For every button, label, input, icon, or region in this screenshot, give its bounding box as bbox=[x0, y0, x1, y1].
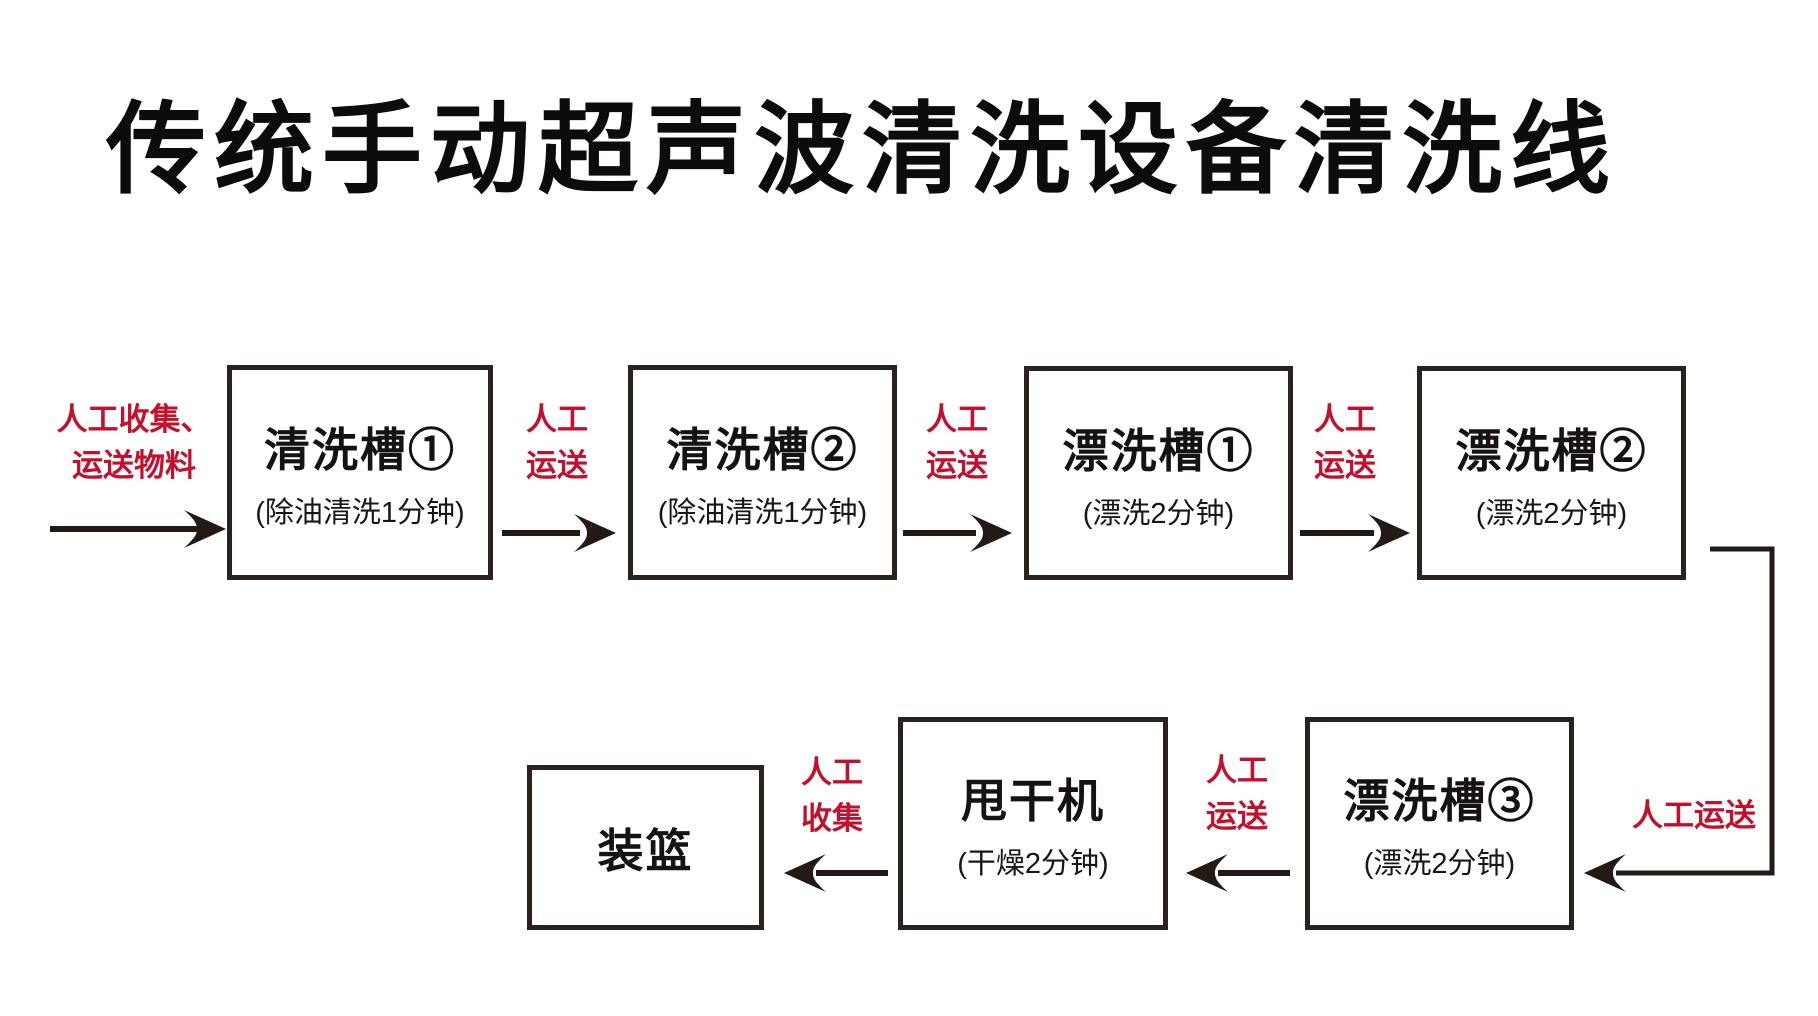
box-label: 清洗槽② bbox=[666, 424, 859, 476]
box-label: 清洗槽① bbox=[264, 424, 456, 476]
flow-box-rinse-tank-2: 漂洗槽② (漂洗2分钟) bbox=[1417, 366, 1686, 580]
flow-box-spin-dryer: 甩干机 (干燥2分钟) bbox=[898, 717, 1168, 930]
flow-box-basket-loading: 装篮 bbox=[527, 765, 764, 930]
box-sublabel: (干燥2分钟) bbox=[957, 848, 1109, 880]
arrow-wash2-to-rinse1 bbox=[903, 514, 1012, 552]
edge-label-collect-transport-material: 人工收集、 运送物料 bbox=[56, 402, 212, 483]
arrow-dryer-to-basket bbox=[784, 854, 888, 892]
page-title: 传统手动超声波清洗设备清洗线 bbox=[106, 94, 1618, 206]
flow-box-wash-tank-1: 清洗槽① (除油清洗1分钟) bbox=[227, 365, 493, 580]
arrow-rinse3-to-dryer bbox=[1186, 854, 1290, 892]
arrow-rinse1-to-rinse2 bbox=[1300, 514, 1410, 552]
flow-box-rinse-tank-1: 漂洗槽① (漂洗2分钟) bbox=[1024, 366, 1293, 580]
box-label: 漂洗槽③ bbox=[1343, 775, 1536, 827]
box-sublabel: (漂洗2分钟) bbox=[1363, 848, 1516, 880]
edge-label-manual-transport-3: 人工 运送 bbox=[1314, 402, 1376, 483]
box-sublabel: (漂洗2分钟) bbox=[1082, 497, 1235, 530]
elbow-connector-rinse2-to-rinse3 bbox=[1584, 546, 1775, 892]
flow-box-rinse-tank-3: 漂洗槽③ (漂洗2分钟) bbox=[1305, 717, 1574, 930]
edge-label-manual-transport-2: 人工 运送 bbox=[926, 402, 988, 483]
arrow-wash1-to-wash2 bbox=[502, 514, 616, 552]
edge-label-manual-transport-4: 人工运送 bbox=[1632, 798, 1756, 833]
flow-box-wash-tank-2: 清洗槽② (除油清洗1分钟) bbox=[628, 365, 897, 580]
edge-label-manual-transport-1: 人工 运送 bbox=[526, 402, 588, 483]
box-label: 漂洗槽① bbox=[1062, 424, 1255, 477]
edge-label-manual-transport-5: 人工 运送 bbox=[1206, 753, 1268, 834]
edge-label-manual-collect: 人工 收集 bbox=[801, 755, 863, 836]
arrow-into-wash-tank-1 bbox=[50, 510, 226, 548]
box-sublabel: (除油清洗1分钟) bbox=[657, 497, 868, 529]
box-sublabel: (漂洗2分钟) bbox=[1475, 497, 1628, 530]
box-label: 装篮 bbox=[597, 824, 694, 877]
box-label: 甩干机 bbox=[961, 775, 1105, 827]
box-label: 漂洗槽② bbox=[1455, 424, 1648, 477]
box-sublabel: (除油清洗1分钟) bbox=[255, 497, 465, 529]
